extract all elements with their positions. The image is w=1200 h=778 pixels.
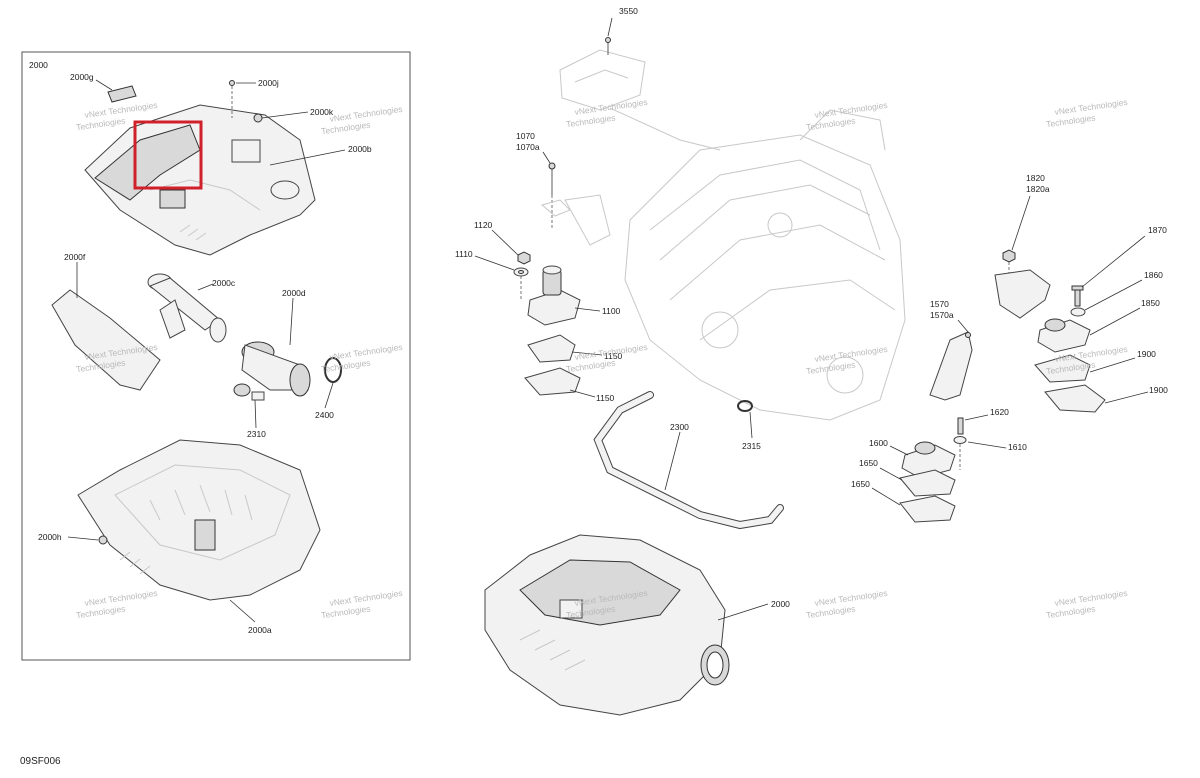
callout-1820a: 1820a: [1026, 184, 1050, 194]
inset-title: 2000: [29, 60, 48, 70]
watermark-text: Technologies: [76, 115, 127, 132]
callout-2000h: 2000h: [38, 532, 62, 542]
callout-2315: 2315: [742, 441, 761, 451]
inset-frame: [21, 51, 411, 661]
callout-1150-a: 1150: [604, 351, 623, 361]
watermark-text: Technologies: [1046, 603, 1097, 620]
callout-1650-b: 1650: [851, 479, 870, 489]
callout-1620: 1620: [990, 407, 1009, 417]
watermark-text: Technologies: [1046, 112, 1097, 129]
lower-housing-2000a[interactable]: [77, 439, 321, 601]
bracket-outline: [564, 194, 611, 246]
bolt-1820[interactable]: [1002, 249, 1016, 275]
watermark-text: Technologies: [806, 603, 857, 620]
nut-1120[interactable]: [517, 251, 531, 265]
callout-1570: 1570: [930, 299, 949, 309]
bellow-2000d[interactable]: [241, 341, 311, 397]
watermark-text: Technologies: [806, 115, 857, 132]
highlight-box: [133, 120, 203, 190]
callout-1610: 1610: [1008, 442, 1027, 452]
callout-1900-a: 1900: [1137, 349, 1156, 359]
clamp-2400[interactable]: [324, 357, 342, 383]
callout-1110: 1110: [455, 249, 473, 259]
label-plate-2000g[interactable]: [107, 85, 137, 103]
callout-1570a: 1570a: [930, 310, 954, 320]
callout-2000a: 2000a: [248, 625, 272, 635]
sensor-2310[interactable]: [233, 383, 265, 401]
watermark-text: Technologies: [321, 119, 372, 136]
air-box-assembly-2000[interactable]: [484, 534, 730, 716]
engine-mount-1100[interactable]: [527, 265, 581, 326]
callout-2000f: 2000f: [64, 252, 86, 262]
clamp-2315[interactable]: [737, 400, 753, 412]
bolt-1870[interactable]: [1071, 285, 1084, 307]
washer-1860[interactable]: [1070, 307, 1086, 317]
watermark-text: Technologies: [76, 603, 127, 620]
shim-1150-lower[interactable]: [524, 367, 581, 396]
shim-1650-lower[interactable]: [899, 495, 956, 523]
callout-1820: 1820: [1026, 173, 1045, 183]
bracket-rear[interactable]: [994, 269, 1051, 319]
clip-2000k[interactable]: [253, 113, 263, 123]
callout-2000j: 2000j: [258, 78, 279, 88]
watermark-text: Technologies: [566, 112, 617, 129]
callout-2000d: 2000d: [282, 288, 306, 298]
bracket-1570[interactable]: [929, 331, 973, 401]
callout-1600: 1600: [869, 438, 888, 448]
callout-2000k: 2000k: [310, 107, 334, 117]
callout-1070a: 1070a: [516, 142, 540, 152]
callout-2000c: 2000c: [212, 278, 236, 288]
callout-2300: 2300: [670, 422, 689, 432]
module-3550[interactable]: [559, 37, 721, 151]
callout-2310: 2310: [247, 429, 266, 439]
bolt-1070[interactable]: [540, 162, 571, 230]
callout-2000b: 2000b: [348, 144, 372, 154]
bolt-1620[interactable]: [957, 417, 964, 435]
shim-1900-lower[interactable]: [1044, 384, 1106, 413]
callout-1850: 1850: [1141, 298, 1160, 308]
callout-2000g: 2000g: [70, 72, 94, 82]
engine-outline: [624, 109, 906, 421]
washer-1110[interactable]: [513, 267, 529, 277]
callout-1070: 1070: [516, 131, 535, 141]
washer-1610[interactable]: [953, 436, 967, 444]
callout-1650-a: 1650: [859, 458, 878, 468]
engine-mount-1600[interactable]: [901, 441, 956, 479]
hose-2300[interactable]: [593, 391, 784, 530]
shim-1150-upper[interactable]: [527, 334, 576, 363]
watermark-text: Technologies: [321, 603, 372, 620]
tube-2000c[interactable]: [147, 273, 227, 343]
callout-2400: 2400: [315, 410, 334, 420]
shim-1900-upper[interactable]: [1034, 354, 1091, 383]
callout-1150-b: 1150: [596, 393, 615, 403]
callout-1860: 1860: [1144, 270, 1163, 280]
watermark-text: Technologies: [806, 359, 857, 376]
callout-1100: 1100: [602, 306, 621, 316]
callout-3550: 3550: [619, 6, 638, 16]
duct-2000f[interactable]: [51, 289, 161, 391]
engine-mount-1850[interactable]: [1037, 318, 1091, 353]
callout-1900-b: 1900: [1149, 385, 1168, 395]
shim-1650-upper[interactable]: [899, 469, 956, 497]
callout-1870: 1870: [1148, 225, 1167, 235]
fastener-2000h[interactable]: [98, 535, 108, 545]
screw-2000j[interactable]: [229, 80, 235, 119]
watermark-text: Technologies: [566, 357, 617, 374]
callout-1120: 1120: [474, 220, 493, 230]
figure-code: 09SF006: [20, 756, 61, 767]
callout-2000: 2000: [771, 599, 790, 609]
